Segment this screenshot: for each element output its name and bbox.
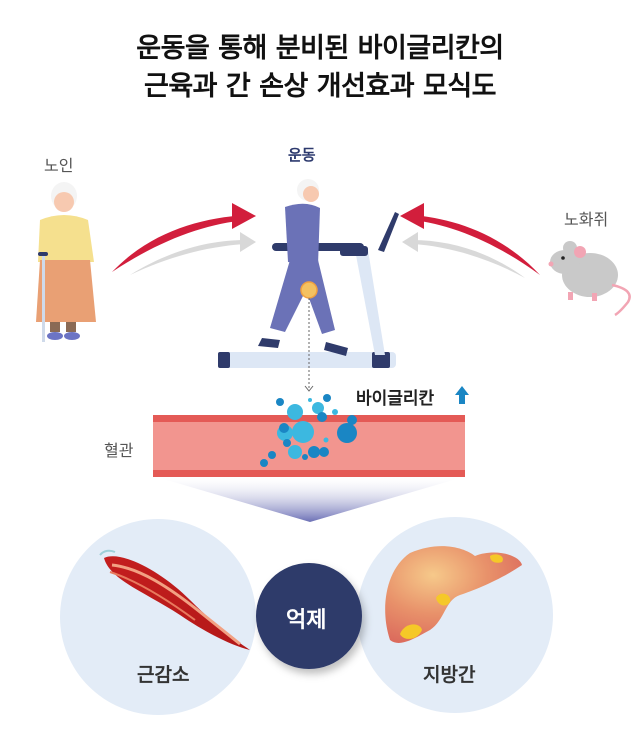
elderly-woman-icon [36, 182, 96, 342]
label-blood-vessel: 혈관 [104, 441, 134, 460]
suppression-circle [256, 563, 362, 669]
label-elderly: 노인 [44, 156, 74, 175]
arrow-elderly-to-exercise-icon [112, 203, 256, 275]
arrow-mouse-to-exercise-icon [400, 203, 540, 278]
funnel-shape [160, 478, 460, 522]
treadmill-runner-icon [218, 179, 399, 392]
muscle-icon [99, 549, 250, 650]
label-sarcopenia: 근감소 [137, 664, 190, 686]
label-fatty-liver: 지방간 [423, 664, 476, 686]
diagram-title: 운동을 통해 분비된 바이글리칸의 근육과 간 손상 개선효과 모식도 [0, 30, 640, 106]
biglycan-molecules-icon [260, 394, 357, 467]
label-exercise: 운동 [288, 146, 316, 164]
label-suppression: 억제 [286, 608, 327, 633]
liver-icon [385, 546, 522, 643]
sarcopenia-circle [60, 519, 256, 715]
title-line-2: 근육과 간 손상 개선효과 모식도 [143, 71, 497, 102]
title-line-1: 운동을 통해 분비된 바이글리칸의 [136, 33, 504, 64]
label-aged-mouse: 노화쥐 [564, 210, 609, 229]
label-biglycan: 바이글리칸 [356, 389, 435, 409]
aged-mouse-icon [548, 241, 631, 317]
arrow-up-icon [455, 386, 469, 404]
